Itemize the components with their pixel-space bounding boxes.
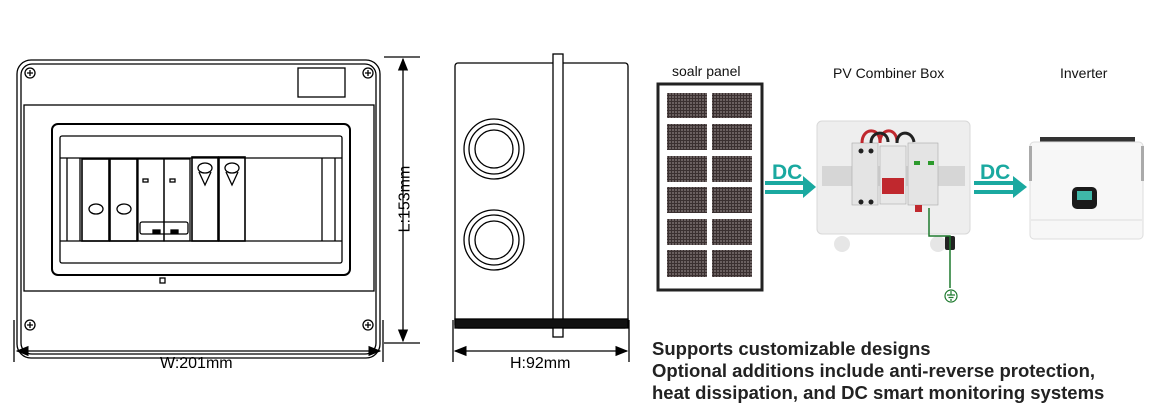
- inverter-image: [1029, 137, 1144, 240]
- dc-label-1: DC: [772, 161, 802, 184]
- combiner-box-image: [816, 120, 971, 303]
- side-view: [454, 53, 629, 338]
- note-line: Optional additions include anti-reverse …: [652, 360, 1096, 381]
- solar-panel-label: soalr panel: [672, 63, 741, 79]
- combiner-box-label: PV Combiner Box: [833, 65, 945, 81]
- feature-notes: Supports customizable designs Optional a…: [652, 338, 1104, 404]
- note-line: Supports customizable designs: [652, 338, 931, 359]
- front-view: [16, 59, 381, 359]
- dc-arrow-1: DC: [765, 161, 816, 198]
- width-dimension: W:201mm: [160, 355, 233, 372]
- dc-label-2: DC: [980, 161, 1010, 184]
- dc-arrow-2: DC: [974, 161, 1027, 198]
- screw-icons: [24, 67, 374, 331]
- solar-panel-image: [656, 82, 764, 292]
- note-line: heat dissipation, and DC smart monitorin…: [652, 382, 1105, 403]
- height-dimension: H:92mm: [510, 355, 571, 372]
- inverter-label: Inverter: [1060, 65, 1108, 81]
- length-dimension: L:153mm: [396, 165, 414, 233]
- ground-icon: [944, 289, 958, 303]
- dimension-lines: [13, 56, 630, 362]
